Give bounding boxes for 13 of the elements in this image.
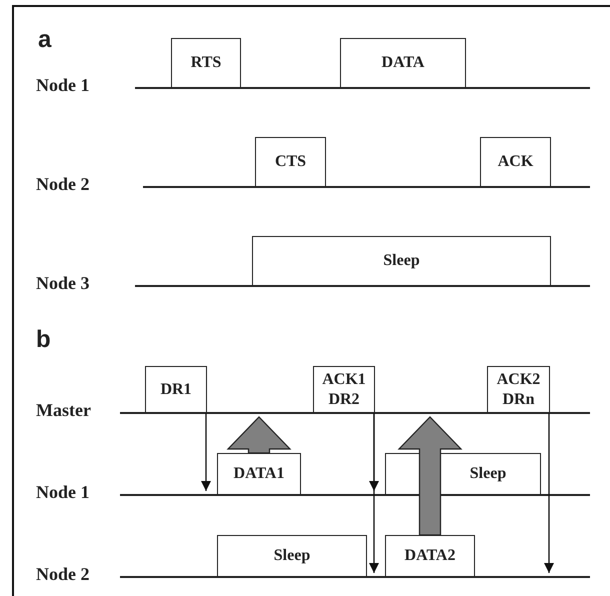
row-label: Node 2 [36, 564, 90, 585]
row-label: Node 3 [36, 273, 90, 294]
row-label: Node 1 [36, 75, 90, 96]
row-label: Node 1 [36, 482, 90, 503]
data-transfer-arrow [226, 416, 292, 454]
panel-label: a [38, 26, 52, 54]
row-label: Master [36, 400, 91, 421]
arrow [369, 413, 379, 573]
panel-label: b [36, 326, 51, 354]
arrow [201, 413, 211, 491]
data-transfer-arrow [398, 416, 462, 536]
arrow [544, 413, 554, 573]
row-label: Node 2 [36, 174, 90, 195]
